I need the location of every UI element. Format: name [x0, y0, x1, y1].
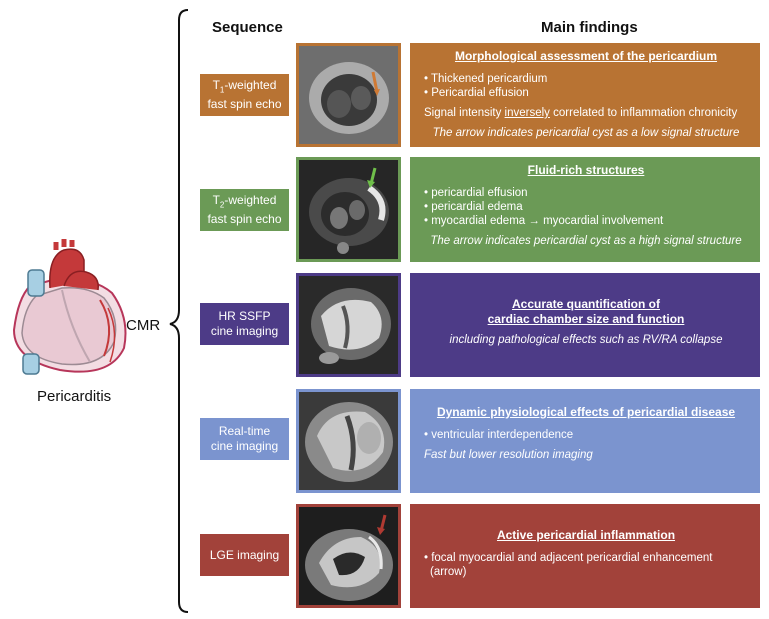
t1-findings-title: Morphological assessment of the pericard…	[454, 49, 718, 63]
t2-bullet: • pericardial effusion	[424, 187, 528, 199]
sequence-real-time: Real-time cine imaging	[200, 418, 289, 460]
t2-findings-panel: Fluid-rich structures • pericardial effu…	[410, 157, 760, 262]
sequence-hr-ssfp: HR SSFP cine imaging	[200, 303, 289, 345]
t2-bullet: • myocardial edema → myocardial involvem…	[424, 215, 664, 227]
t2-findings-title: Fluid-rich structures	[527, 163, 645, 177]
lge-bullet: • focal myocardial and adjacent pericard…	[424, 552, 713, 564]
sequence-lge: LGE imaging	[200, 534, 289, 576]
realtime-findings-panel: Dynamic physiological effects of pericar…	[410, 389, 760, 493]
t1-signal-text: Signal intensity inversely correlated to…	[424, 107, 738, 119]
ssfp-findings-panel: Accurate quantification of cardiac chamb…	[410, 273, 760, 377]
lge-bullet-cont: (arrow)	[430, 566, 467, 578]
t1-mri-image	[296, 43, 401, 147]
ssfp-mri-image	[296, 273, 401, 377]
main-findings-header: Main findings	[541, 19, 638, 36]
lge-findings-panel: Active pericardial inflammation • focal …	[410, 504, 760, 608]
ssfp-findings-title: Accurate quantification of cardiac chamb…	[487, 297, 685, 326]
curly-brace	[169, 9, 189, 613]
ssfp-note: including pathological effects such as R…	[449, 334, 723, 346]
t1-bullet: • Pericardial effusion	[424, 87, 529, 99]
disease-label: Pericarditis	[37, 388, 112, 405]
lge-findings-title: Active pericardial inflammation	[496, 528, 676, 542]
t2-mri-image	[296, 157, 401, 262]
realtime-findings-title: Dynamic physiological effects of pericar…	[436, 405, 736, 419]
sequence-t1-weighted: T1-weighted fast spin echo	[200, 74, 289, 116]
realtime-mri-image	[296, 389, 401, 493]
t2-bullet: • pericardial edema	[424, 201, 523, 213]
sequence-header: Sequence	[212, 19, 283, 36]
sequence-t2-weighted: T2-weighted fast spin echo	[200, 189, 289, 231]
t2-arrow-note: The arrow indicates pericardial cyst as …	[430, 235, 742, 247]
lge-mri-image	[296, 504, 401, 608]
t1-arrow-note: The arrow indicates pericardial cyst as …	[432, 127, 740, 139]
realtime-note: Fast but lower resolution imaging	[424, 449, 593, 461]
realtime-bullet: • ventricular interdependence	[424, 429, 574, 441]
t1-bullet: • Thickened pericardium	[424, 73, 548, 85]
heart-illustration	[0, 238, 135, 383]
t1-findings-panel: Morphological assessment of the pericard…	[410, 43, 760, 147]
cmr-label: CMR	[126, 317, 161, 334]
